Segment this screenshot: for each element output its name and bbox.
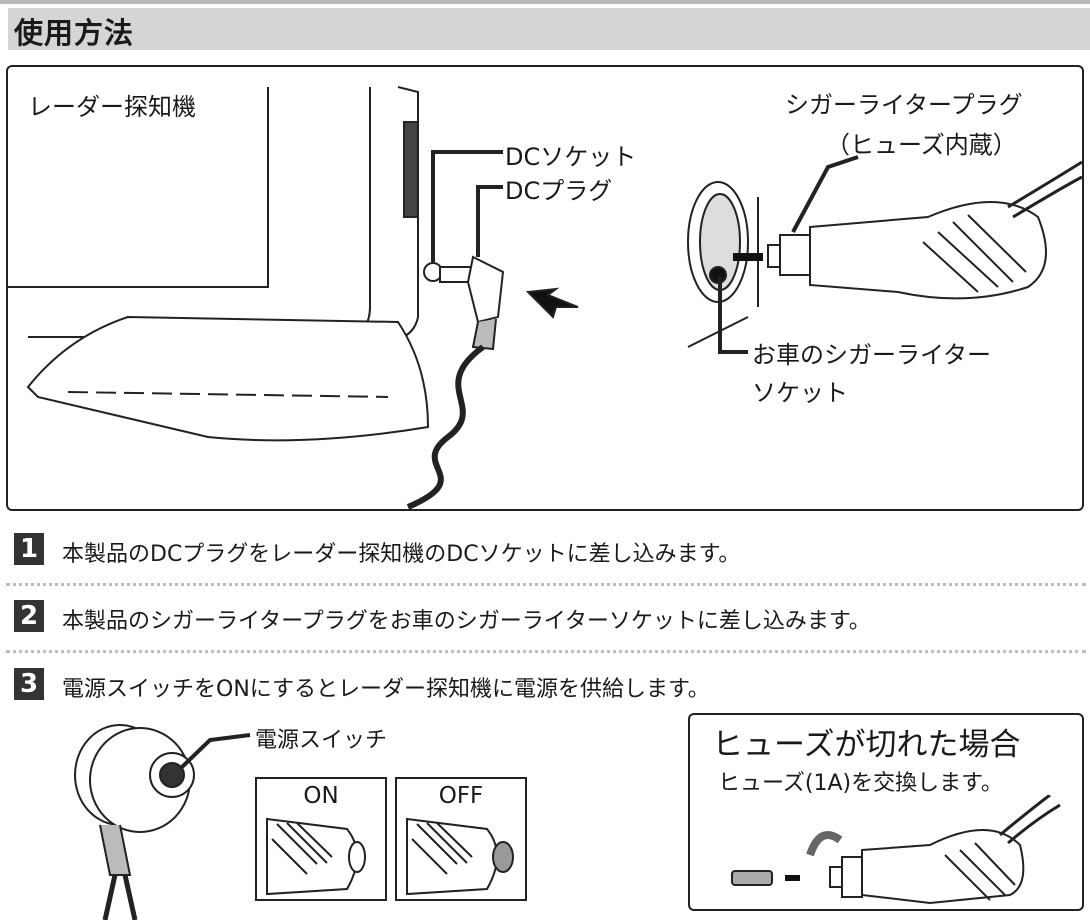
step-1-badge: 1: [14, 533, 44, 565]
step-2-badge: 2: [14, 600, 44, 632]
dc-plug-label: DCプラグ: [505, 177, 613, 205]
switch-on-label: ON: [303, 783, 339, 809]
fuse-text: ヒューズ(1A)を交換します。: [718, 771, 1003, 796]
top-rule: [0, 0, 1090, 4]
section-header: [8, 8, 1090, 50]
cigar-plug-label: シガーライタープラグ: [785, 91, 1023, 119]
step-2-text: 本製品のシガーライタープラグをお車のシガーライターソケットに差し込みます。: [62, 609, 871, 634]
fuse-title: ヒューズが切れた場合: [712, 727, 1021, 763]
power-switch-drawing: [74, 724, 251, 920]
divider: [6, 583, 1086, 586]
switch-off-drawing: [406, 817, 514, 896]
fuse-icon: [731, 870, 773, 886]
power-switch-label: 電源スイッチ: [255, 728, 388, 753]
page-title: 使用方法: [14, 16, 135, 50]
device-and-plug-drawing: [8, 86, 1082, 509]
switch-on-drawing: [266, 817, 366, 896]
step-3-text: 電源スイッチをONにするとレーダー探知機に電源を供給します。: [62, 677, 710, 702]
step-1-text: 本製品のDCプラグをレーダー探知機のDCソケットに差し込みます。: [62, 542, 741, 567]
device-label: レーダー探知機: [28, 93, 196, 121]
switch-on-illustration: ON: [255, 777, 387, 901]
fuse-replacement-box: ヒューズが切れた場合 ヒューズ(1A)を交換します。: [688, 713, 1084, 911]
cigar-plug-note: （ヒューズ内蔵）: [826, 131, 1017, 159]
switch-off-label: OFF: [438, 783, 484, 809]
switch-off-illustration: OFF: [395, 777, 527, 901]
connection-illustration: レーダー探知機 DCソケット DCプラグ シガーライタープラグ （ヒューズ内蔵）…: [6, 65, 1084, 511]
car-socket-label: お車のシガーライター: [752, 341, 992, 369]
car-socket-label-2: ソケット: [752, 379, 848, 407]
dc-socket-label: DCソケット: [505, 143, 637, 171]
fuse-drawing: [731, 795, 1061, 905]
step-3-badge: 3: [14, 668, 44, 700]
divider: [6, 650, 1086, 653]
